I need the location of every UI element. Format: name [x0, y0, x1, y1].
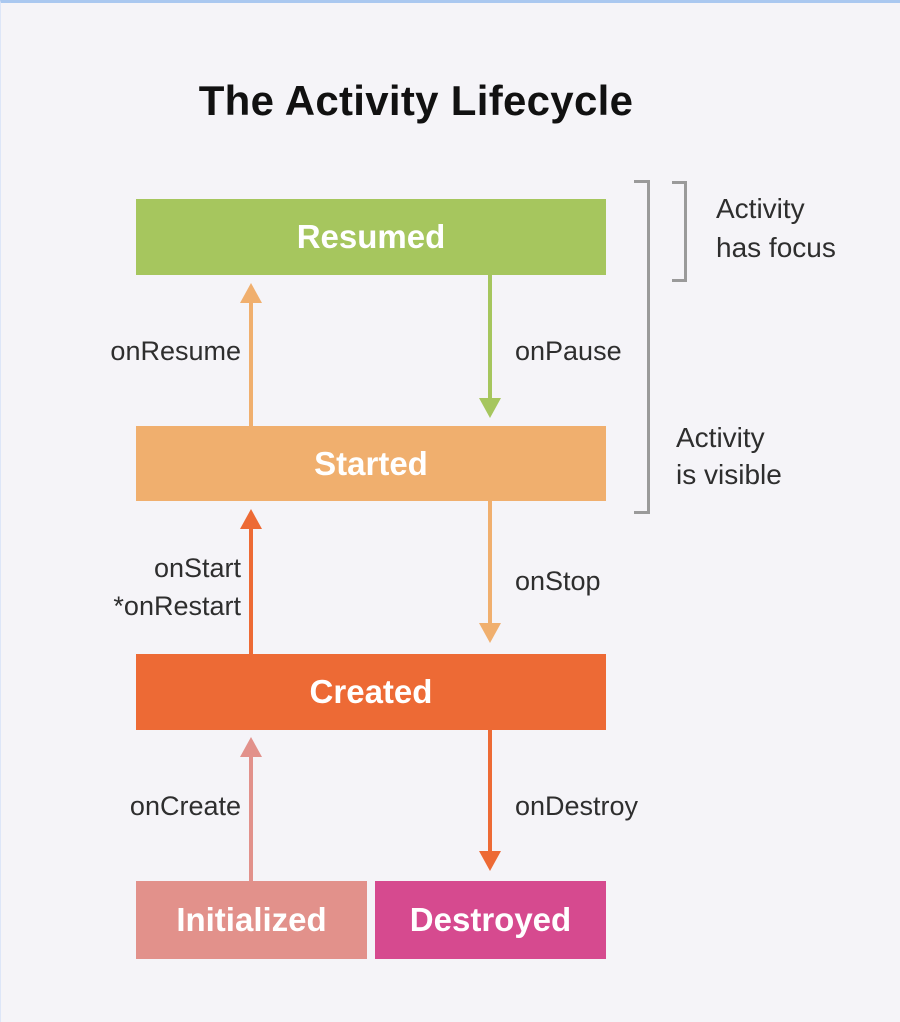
arrowhead-up-icon: [240, 283, 262, 303]
state-box-resumed: Resumed: [136, 199, 606, 275]
has-focus-bracket: [672, 181, 687, 282]
activity-is-visible-label: Activity is visible: [676, 419, 782, 493]
onstart-onrestart-label: onStart *onRestart: [1, 549, 241, 625]
onstop-label: onStop: [515, 566, 601, 596]
onresume-arrow-up-icon: [240, 283, 262, 426]
arrow-shaft: [249, 524, 253, 654]
ondestroy-arrow-down-icon: [479, 730, 501, 871]
annotation-line: Activity: [676, 422, 765, 453]
onresume-label: onResume: [110, 336, 241, 366]
annotation-line: Activity: [716, 193, 805, 224]
arrowhead-down-icon: [479, 398, 501, 418]
state-box-created: Created: [136, 654, 606, 730]
arrowhead-down-icon: [479, 851, 501, 871]
arrow-shaft: [249, 752, 253, 881]
oncreate-label: onCreate: [129, 791, 241, 821]
onpause-arrow-down-icon: [479, 275, 501, 418]
state-box-started: Started: [136, 426, 606, 501]
arrowhead-up-icon: [240, 509, 262, 529]
annotation-line: has focus: [716, 232, 836, 263]
state-label-destroyed: Destroyed: [409, 901, 572, 938]
activity-has-focus-label: Activity has focus: [716, 189, 836, 267]
arrow-shaft: [488, 501, 492, 628]
state-box-destroyed: Destroyed: [375, 881, 606, 959]
onpause-label: onPause: [515, 336, 622, 366]
state-label-initialized: Initialized: [176, 901, 327, 938]
state-box-initialized: Initialized: [136, 881, 367, 959]
state-label-created: Created: [309, 673, 433, 710]
arrowhead-up-icon: [240, 737, 262, 757]
onstop-arrow-down-icon: [479, 501, 501, 643]
arrow-shaft: [249, 298, 253, 426]
oncreate-arrow-up-icon: [240, 737, 262, 881]
annotation-line: is visible: [676, 459, 782, 490]
page-title: The Activity Lifecycle: [198, 77, 634, 124]
state-label-started: Started: [314, 444, 428, 482]
state-label-resumed: Resumed: [296, 218, 446, 255]
arrowhead-down-icon: [479, 623, 501, 643]
onstart-arrow-up-icon: [240, 509, 262, 654]
arrow-shaft: [488, 730, 492, 856]
onstart-label: onStart: [153, 553, 241, 583]
onrestart-label: *onRestart: [113, 591, 241, 621]
arrow-shaft: [488, 275, 492, 403]
is-visible-bracket: [634, 180, 650, 514]
ondestroy-label: onDestroy: [515, 791, 639, 821]
